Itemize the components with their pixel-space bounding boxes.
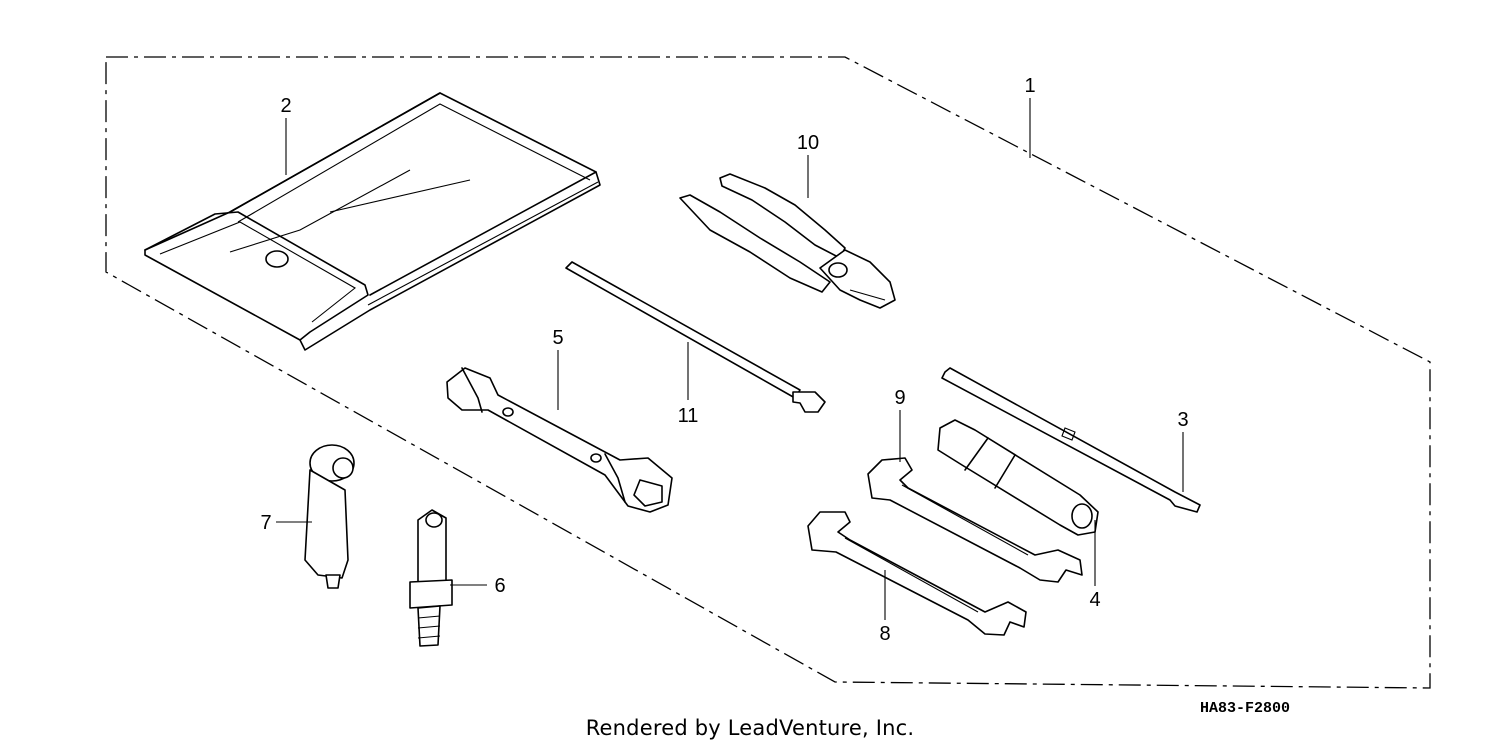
part-wrench-lower[interactable]	[807, 511, 1027, 636]
callout-3: 3	[1177, 409, 1188, 431]
callout-7: 7	[260, 512, 271, 534]
part-screwdriver-blade[interactable]	[941, 367, 1201, 513]
part-extension-bit[interactable]	[409, 509, 453, 647]
part-pliers[interactable]	[679, 173, 896, 309]
callout-9: 9	[894, 387, 905, 409]
diagram-code: HA83-F2800	[1200, 700, 1290, 717]
callout-6: 6	[494, 575, 505, 597]
render-credit: Rendered by LeadVenture, Inc.	[585, 716, 915, 740]
kit-boundary-outline	[105, 56, 1431, 689]
callout-1: 1	[1024, 75, 1035, 97]
part-wrench-upper[interactable]	[867, 457, 1083, 583]
leader-lines	[276, 98, 1184, 620]
callout-5: 5	[552, 327, 563, 349]
part-plug-wrench[interactable]	[446, 367, 673, 513]
callout-4: 4	[1089, 589, 1100, 611]
callout-2: 2	[280, 95, 291, 117]
part-spoke-wrench[interactable]	[565, 261, 826, 413]
callout-10: 10	[797, 132, 819, 154]
part-tool-bag[interactable]	[144, 92, 601, 351]
callout-11: 11	[678, 405, 699, 427]
callout-8: 8	[879, 623, 890, 645]
part-handle[interactable]	[304, 444, 355, 589]
